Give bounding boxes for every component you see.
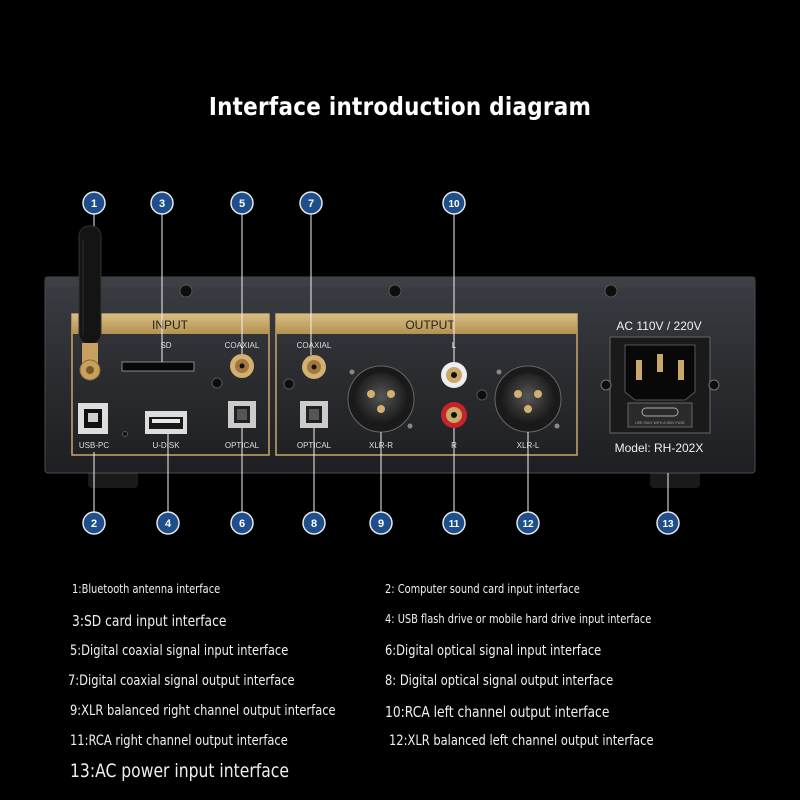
svg-text:13: 13 (662, 519, 674, 530)
output-header (276, 314, 577, 334)
legend-item-7: 7:Digital coaxial signal output interfac… (68, 673, 295, 689)
callout-badge-13: 13 (656, 511, 680, 535)
legend-item-3: 3:SD card input interface (72, 612, 227, 630)
output-label: OUTPUT (405, 318, 455, 332)
input-header (72, 314, 269, 334)
svg-text:7: 7 (308, 198, 314, 210)
rca-left-output (441, 362, 467, 388)
callout-badge-6: 6 (230, 511, 254, 535)
legend-item-11: 11:RCA right channel output interface (70, 733, 288, 749)
input-label: INPUT (152, 318, 189, 332)
svg-text:8: 8 (311, 518, 317, 530)
legend-item-9: 9:XLR balanced right channel output inte… (70, 703, 336, 719)
callout-badge-2: 2 (82, 511, 106, 535)
legend-item-1: 1:Bluetooth antenna interface (72, 582, 221, 596)
callout-leader-lines (93, 214, 669, 512)
legend-item-2: 2: Computer sound card input interface (385, 582, 580, 596)
foot-left (88, 470, 138, 488)
svg-text:12: 12 (522, 519, 534, 530)
svg-text:2: 2 (91, 518, 97, 530)
svg-text:11: 11 (449, 519, 460, 530)
svg-text:3: 3 (159, 198, 165, 210)
optical-output-port (300, 401, 328, 428)
svg-text:9: 9 (378, 518, 384, 530)
rca-right-output (441, 402, 467, 428)
optical-input-port (228, 401, 256, 428)
callout-badge-10: 10 (442, 191, 466, 215)
callout-badge-4: 4 (156, 511, 180, 535)
xlr-left-output (494, 365, 562, 433)
model-label: Model: RH-202X (615, 441, 704, 455)
sd-label: SD (160, 341, 171, 350)
u-disk-port (145, 411, 187, 434)
top-screws (179, 284, 618, 298)
callout-badge-7: 7 (299, 191, 323, 215)
svg-text:1: 1 (91, 198, 97, 210)
foot-right (650, 470, 700, 488)
legend-item-6: 6:Digital optical signal input interface (385, 643, 602, 659)
ac-voltage-label: AC 110V / 220V (616, 319, 701, 333)
legend-item-4: 4: USB flash drive or mobile hard drive … (385, 612, 652, 626)
usb-pc-label: USB-PC (79, 441, 109, 450)
svg-text:5: 5 (239, 198, 245, 210)
coaxial-out-label: COAXIAL (297, 341, 332, 350)
coaxial-input-jack (230, 354, 254, 378)
svg-text:6: 6 (239, 518, 245, 530)
callout-badge-8: 8 (302, 511, 326, 535)
coaxial-output-jack (302, 355, 326, 379)
fuse-label: USE ONLY WITH A 250V FUSE (635, 421, 685, 425)
callout-badge-11: 11 (442, 511, 466, 535)
callout-badge-3: 3 (150, 191, 174, 215)
page-title: Interface introduction diagram (208, 92, 592, 121)
callout-badge-1: 1 (82, 191, 106, 215)
legend-item-5: 5:Digital coaxial signal input interface (70, 643, 289, 659)
legend-item-12: 12:XLR balanced left channel output inte… (389, 733, 654, 749)
legend-item-13: 13:AC power input interface (70, 760, 289, 782)
sd-card-slot (121, 361, 195, 372)
u-disk-label: U-DISK (152, 441, 180, 450)
xlr-right-output (347, 365, 415, 433)
callout-badge-5: 5 (230, 191, 254, 215)
svg-text:10: 10 (448, 199, 460, 210)
callout-badge-9: 9 (369, 511, 393, 535)
usb-pc-port (78, 403, 108, 434)
legend-item-10: 10:RCA left channel output interface (385, 703, 610, 721)
svg-text:4: 4 (165, 518, 172, 530)
legend-item-8: 8: Digital optical signal output interfa… (385, 673, 614, 689)
ac-power-socket (600, 336, 720, 434)
bluetooth-antenna (78, 225, 102, 381)
callout-badge-12: 12 (516, 511, 540, 535)
